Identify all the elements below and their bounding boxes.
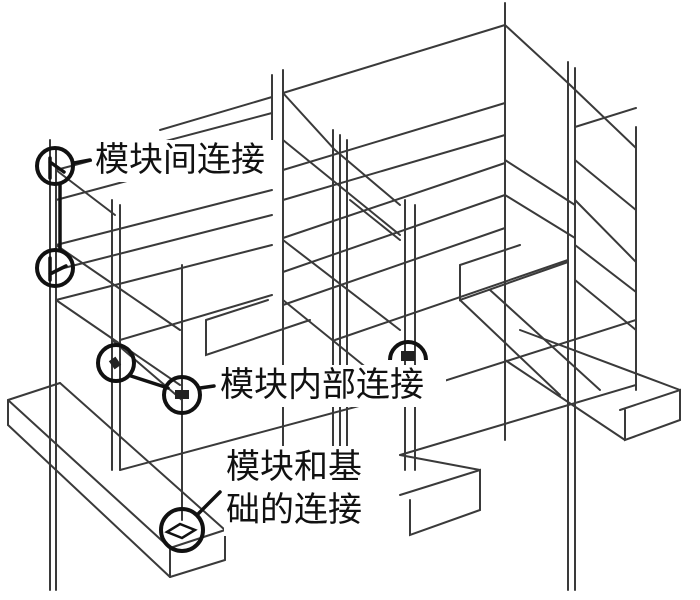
depth-edge-0 — [55, 169, 116, 216]
left-foundation-end-bottom — [169, 559, 226, 578]
right-foundation-inner — [504, 359, 626, 441]
inner-box-top — [205, 299, 269, 321]
inter-module-joint-top-circle — [35, 146, 75, 186]
inter-module-callout: 模块间连接 — [35, 140, 280, 288]
intra-module-joint-right-circle — [388, 340, 428, 361]
foundation-beams — [7, 329, 681, 578]
level-beam-left-6 — [119, 394, 401, 471]
intra-module-joint-left-mark — [108, 356, 122, 370]
inner-box-right — [459, 261, 569, 302]
right-side-edge-2 — [574, 199, 637, 263]
right-side-edge-1 — [574, 159, 637, 211]
left-foundation-bottom-edge — [7, 424, 171, 578]
depth-edge-7 — [334, 149, 401, 206]
inter-module-joint-top-icon — [48, 156, 66, 180]
level-beam-right-7 — [399, 384, 637, 456]
level-beam-left-2 — [55, 189, 273, 246]
center-foundation-top — [399, 454, 481, 471]
module-foundation-callout: 模块和基 础的连接 — [159, 446, 376, 553]
inner-box-right-top — [459, 244, 521, 266]
center-foundation-end — [399, 468, 481, 537]
right-side-edge-5 — [574, 244, 637, 293]
depth-edge-3 — [111, 339, 183, 401]
right-foundation-top — [519, 329, 681, 391]
level-beam-right-1 — [282, 134, 506, 201]
intra-module-joint-center-circle — [162, 375, 202, 415]
right-foundation-end — [619, 388, 681, 442]
foundation-label-line1: 模块和基 — [226, 447, 362, 487]
inner-box-right-depth — [459, 299, 561, 396]
intra-module-joint-left-circle — [96, 343, 136, 383]
top-diagonal — [282, 92, 336, 151]
depth-edge-8 — [349, 199, 401, 241]
depth-edge-4 — [282, 139, 401, 236]
right-side-edge-4 — [504, 194, 576, 239]
depth-edge-2 — [55, 299, 181, 386]
inter-module-leader-line — [72, 158, 92, 165]
inter-module-label: 模块间连接 — [95, 140, 265, 180]
level-beam-right-0 — [282, 102, 506, 171]
inter-module-joint-bottom-icon — [48, 256, 68, 282]
right-top-cap — [574, 107, 637, 128]
inner-box-left — [205, 319, 311, 357]
foundation-label-line2: 础的连接 — [226, 490, 362, 530]
depth-edge-1 — [55, 244, 181, 331]
depth-edge-5 — [282, 239, 401, 331]
right-side-edge-6 — [574, 279, 637, 331]
foundation-joint-circle — [159, 507, 205, 553]
intra-module-callout: 模块内部连接 — [96, 340, 446, 415]
level-beam-right-4 — [282, 227, 506, 306]
building-frame-wireframe — [49, 2, 637, 591]
level-beam-left-4 — [55, 244, 273, 301]
intra-module-joint-right-mark — [401, 351, 415, 361]
callouts: 模块间连接 模块内部连接 模块和基 础的连接 — [35, 140, 446, 553]
foundation-leader-line — [196, 490, 222, 516]
foundation-base-plate-icon — [164, 522, 198, 540]
intra-module-link-line — [129, 374, 170, 390]
level-beam-right-3 — [282, 194, 506, 273]
intra-module-leader-line — [198, 384, 216, 390]
left-foundation-top-front — [7, 399, 171, 549]
upper-left-top-edge — [159, 96, 273, 131]
intra-module-label: 模块内部连接 — [220, 365, 424, 405]
left-foundation-end-top — [169, 529, 226, 549]
intra-module-joint-center-mark — [175, 390, 189, 399]
left-foundation-top-back — [7, 382, 61, 401]
level-beam-left-5 — [119, 294, 273, 341]
upper-right-top-back-edge — [282, 24, 506, 94]
level-beam-right-5 — [334, 259, 569, 341]
right-side-edge-0 — [567, 82, 637, 149]
left-foundation-top-inner — [59, 382, 226, 531]
inter-module-joint-bottom-circle — [35, 248, 75, 288]
level-beam-left-3 — [55, 214, 273, 271]
right-side-edge-3 — [504, 159, 576, 206]
upper-right-top-side-edge — [504, 24, 569, 84]
